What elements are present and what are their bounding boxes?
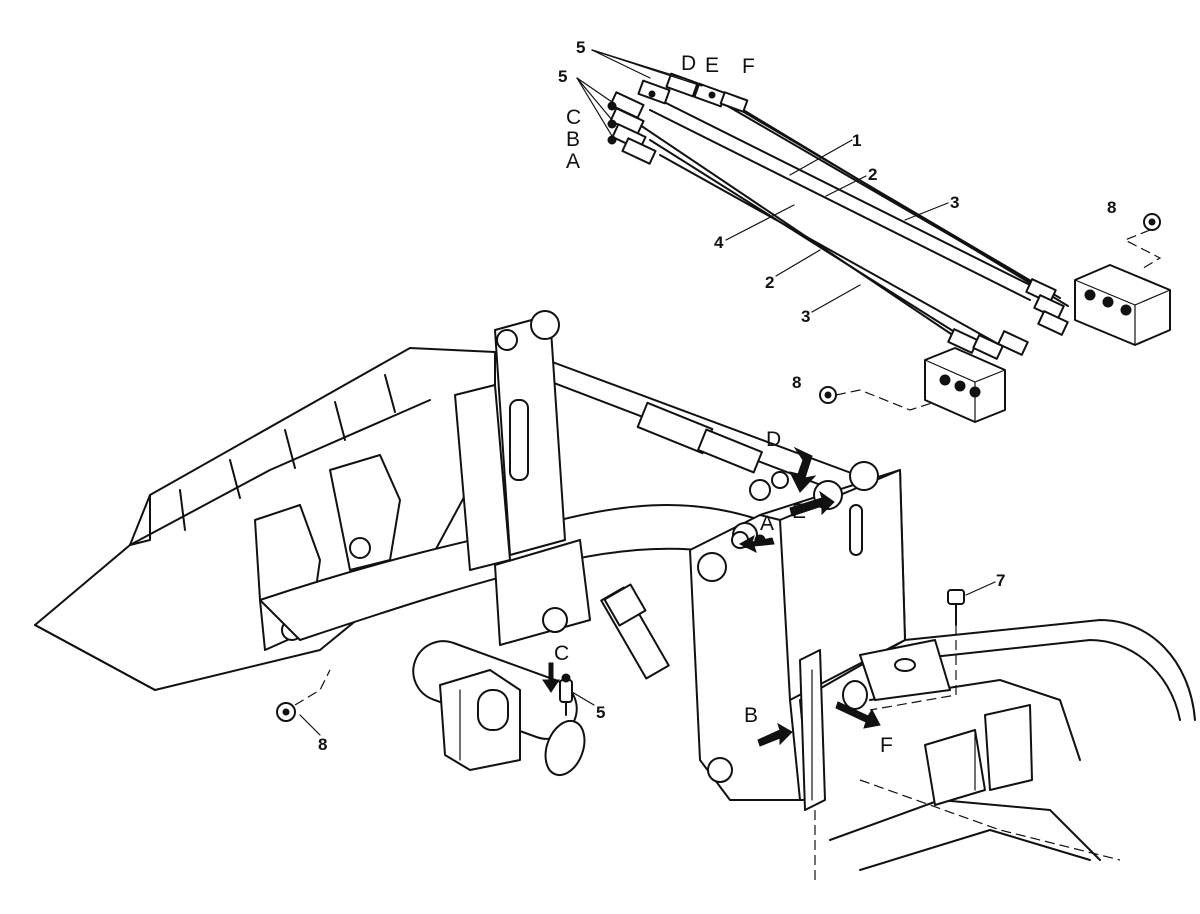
callout-8-middle: 8 [792, 373, 801, 392]
callout-3-lower: 3 [801, 307, 810, 326]
bolt-7-icon [947, 589, 965, 626]
callout-C-frame: C [554, 642, 569, 665]
callout-3-upper: 3 [950, 193, 959, 212]
bolt-8-upper-icon [1143, 213, 1161, 231]
callout-E-frame: E [792, 500, 806, 523]
callout-C-top: C [566, 106, 581, 129]
callout-8-upper: 8 [1107, 198, 1116, 217]
callout-5-lower: 5 [596, 703, 605, 722]
callout-2-upper: 2 [868, 165, 877, 184]
callout-B-frame: B [744, 704, 758, 727]
callout-A-frame: A [760, 512, 774, 535]
callout-F-top: F [742, 55, 755, 78]
callout-4: 4 [714, 233, 724, 252]
hose-fittings-top [637, 72, 749, 113]
callout-1: 1 [852, 131, 861, 150]
hose-fittings-left [607, 91, 657, 165]
leader-lines [299, 49, 996, 736]
callout-B-top: B [566, 128, 580, 151]
callout-E-top: E [705, 54, 719, 77]
bolt-8-lower-icon [819, 386, 837, 404]
callout-7: 7 [996, 571, 1005, 590]
hose-assembly [607, 72, 1171, 423]
callout-A-top: A [566, 150, 580, 173]
hose-fittings-right [947, 278, 1069, 360]
callout-2-lower: 2 [765, 273, 774, 292]
lube-arrows [542, 446, 881, 747]
callout-5-left: 5 [558, 67, 567, 86]
lower-pivot-shaft [276, 640, 586, 777]
tractor-body [829, 589, 1196, 871]
mounting-block-lower [924, 347, 1006, 423]
callouts: 5 D E F 5 C B A 1 2 3 4 2 3 8 8 8 7 5 D … [318, 38, 1116, 757]
bolt-8-left-icon [276, 702, 296, 722]
mounting-block-upper [1074, 264, 1171, 346]
loader-bucket [34, 347, 496, 691]
callout-D-top: D [681, 52, 696, 75]
lift-arm-assembly [259, 310, 871, 680]
grease-fitting-5-icon [559, 673, 573, 716]
callout-D-frame: D [766, 428, 781, 451]
callout-F-frame: F [880, 734, 893, 757]
callout-8-lower: 8 [318, 735, 327, 754]
callout-5-top: 5 [576, 38, 585, 57]
